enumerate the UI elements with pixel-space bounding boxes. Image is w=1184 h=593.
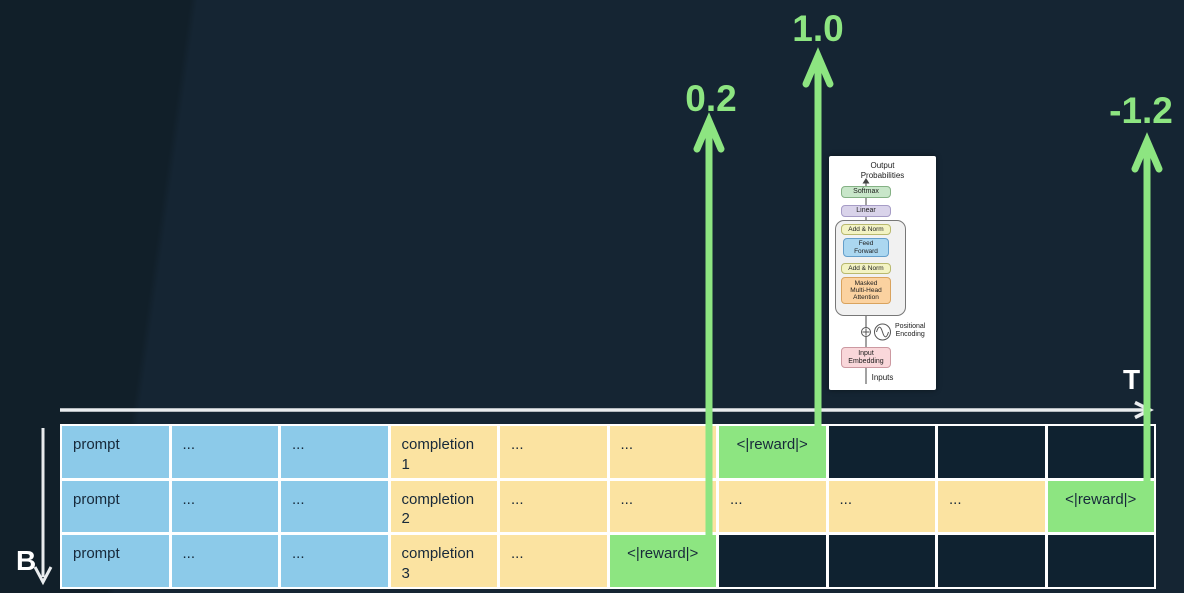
time-axis-arrow [60, 400, 1154, 420]
table-cell [719, 535, 826, 587]
table-cell: ... [609, 426, 716, 478]
table-cell: ... [828, 480, 935, 533]
table-cell: ... [171, 535, 278, 587]
table-cell: ... [281, 480, 388, 533]
table-cell: ... [938, 480, 1045, 533]
transformer-diagram: Output Probabilities Softmax Linear Add … [829, 156, 936, 390]
table-cell: completion 2 [390, 480, 497, 533]
feed-forward-box: Feed Forward [843, 238, 889, 257]
table-cell [1047, 426, 1154, 478]
input-embedding-box: Input Embedding [841, 347, 891, 368]
table-cell: ... [171, 426, 278, 478]
table-cell: prompt [62, 535, 169, 587]
positional-encoding-label: Positional Encoding [895, 323, 926, 339]
reward-value--1.2: -1.2 [1109, 90, 1173, 131]
table-cell: ... [609, 480, 716, 533]
output-probabilities-label: Output Probabilities [860, 161, 905, 180]
masked-multi-head-attention-box: Masked Multi-Head Attention [841, 277, 891, 304]
linear-box: Linear [841, 205, 891, 217]
table-cell: ... [500, 535, 607, 587]
table-cell: ... [171, 480, 278, 533]
reward-arrow-completion3 [693, 112, 725, 539]
inputs-label: Inputs [871, 373, 894, 382]
table-cell [1047, 535, 1154, 587]
token-table: prompt ... ... completion 1 ... ... <|re… [60, 424, 1156, 589]
table-cell [938, 426, 1045, 478]
batch-axis-label: B [16, 545, 37, 576]
table-cell [938, 535, 1045, 587]
table-cell [828, 426, 935, 478]
table-cell: completion 1 [390, 426, 497, 478]
time-axis-label: T [1123, 364, 1141, 395]
table-cell: prompt [62, 426, 169, 478]
reward-token-cell: <|reward|> [1047, 480, 1154, 533]
reward-arrow-completion2 [1131, 132, 1163, 486]
table-cell: ... [500, 426, 607, 478]
softmax-box: Softmax [841, 186, 891, 198]
reward-value-1.0: 1.0 [792, 8, 844, 49]
table-cell: ... [719, 480, 826, 533]
table-cell: ... [281, 535, 388, 587]
batch-axis-arrow [33, 428, 53, 586]
reward-value-0.2: 0.2 [685, 78, 737, 119]
table-cell: prompt [62, 480, 169, 533]
reward-token-cell: <|reward|> [719, 426, 826, 478]
table-cell [828, 535, 935, 587]
table-cell: ... [281, 426, 388, 478]
table-cell: ... [500, 480, 607, 533]
reward-token-cell: <|reward|> [609, 535, 716, 587]
add-norm-box: Add & Norm [841, 263, 891, 274]
reward-arrow-completion1 [802, 47, 834, 432]
table-cell: completion 3 [390, 535, 497, 587]
add-norm-box: Add & Norm [841, 224, 891, 235]
